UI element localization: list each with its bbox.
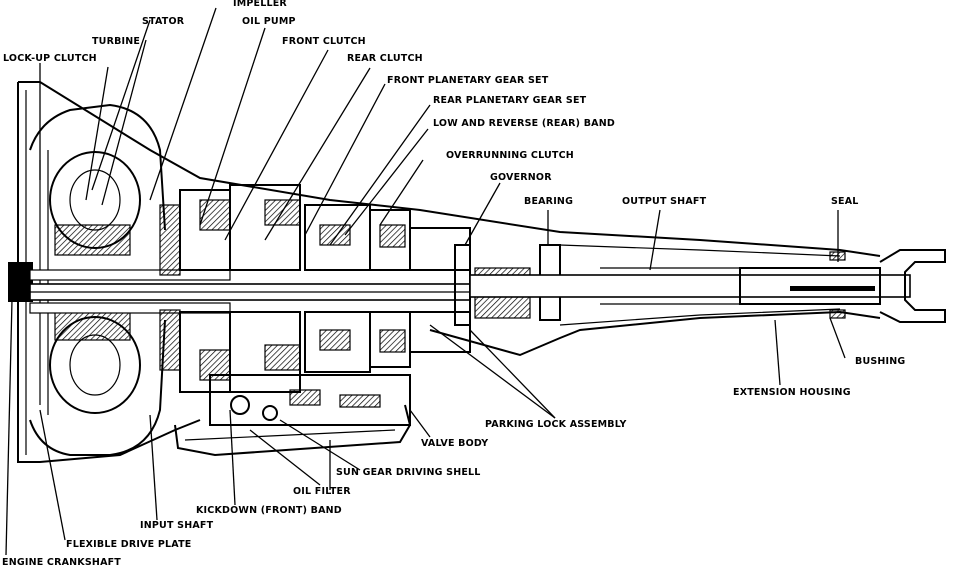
label-rear-planetary: REAR PLANETARY GEAR SET bbox=[433, 95, 587, 106]
main-shafts bbox=[8, 262, 471, 314]
transmission-case bbox=[17, 81, 881, 463]
label-output-shaft: OUTPUT SHAFT bbox=[622, 196, 707, 207]
label-input-shaft: INPUT SHAFT bbox=[140, 520, 214, 531]
label-governor: GOVERNOR bbox=[490, 172, 552, 183]
label-kickdown-band: KICKDOWN (FRONT) BAND bbox=[196, 505, 342, 516]
label-oil-pump: OIL PUMP bbox=[242, 16, 296, 27]
label-impeller: IMPELLER bbox=[233, 0, 287, 9]
label-engine-crankshaft: ENGINE CRANKSHAFT bbox=[2, 557, 121, 568]
valve-body bbox=[209, 374, 411, 426]
label-overrunning-clutch: OVERRUNNING CLUTCH bbox=[446, 150, 574, 161]
torque-converter bbox=[29, 103, 166, 456]
label-stator: STATOR bbox=[142, 16, 185, 27]
label-low-reverse-band: LOW AND REVERSE (REAR) BAND bbox=[433, 118, 615, 129]
output-section bbox=[454, 244, 946, 326]
label-front-planetary: FRONT PLANETARY GEAR SET bbox=[387, 75, 549, 86]
label-lockup-clutch: LOCK-UP CLUTCH bbox=[3, 53, 97, 64]
label-parking-lock: PARKING LOCK ASSEMBLY bbox=[485, 419, 627, 430]
label-flexible-drive-plate: FLEXIBLE DRIVE PLATE bbox=[66, 539, 192, 550]
label-bearing: BEARING bbox=[524, 196, 574, 207]
label-bushing: BUSHING bbox=[855, 356, 906, 367]
label-oil-filter: OIL FILTER bbox=[293, 486, 351, 497]
label-extension-housing: EXTENSION HOUSING bbox=[733, 387, 851, 398]
label-valve-body: VALVE BODY bbox=[421, 438, 489, 449]
label-sun-gear-shell: SUN GEAR DRIVING SHELL bbox=[336, 467, 481, 478]
leader-lines bbox=[5, 7, 846, 556]
label-seal: SEAL bbox=[831, 196, 859, 207]
label-front-clutch: FRONT CLUTCH bbox=[282, 36, 366, 47]
label-turbine: TURBINE bbox=[92, 36, 141, 47]
label-rear-clutch: REAR CLUTCH bbox=[347, 53, 423, 64]
